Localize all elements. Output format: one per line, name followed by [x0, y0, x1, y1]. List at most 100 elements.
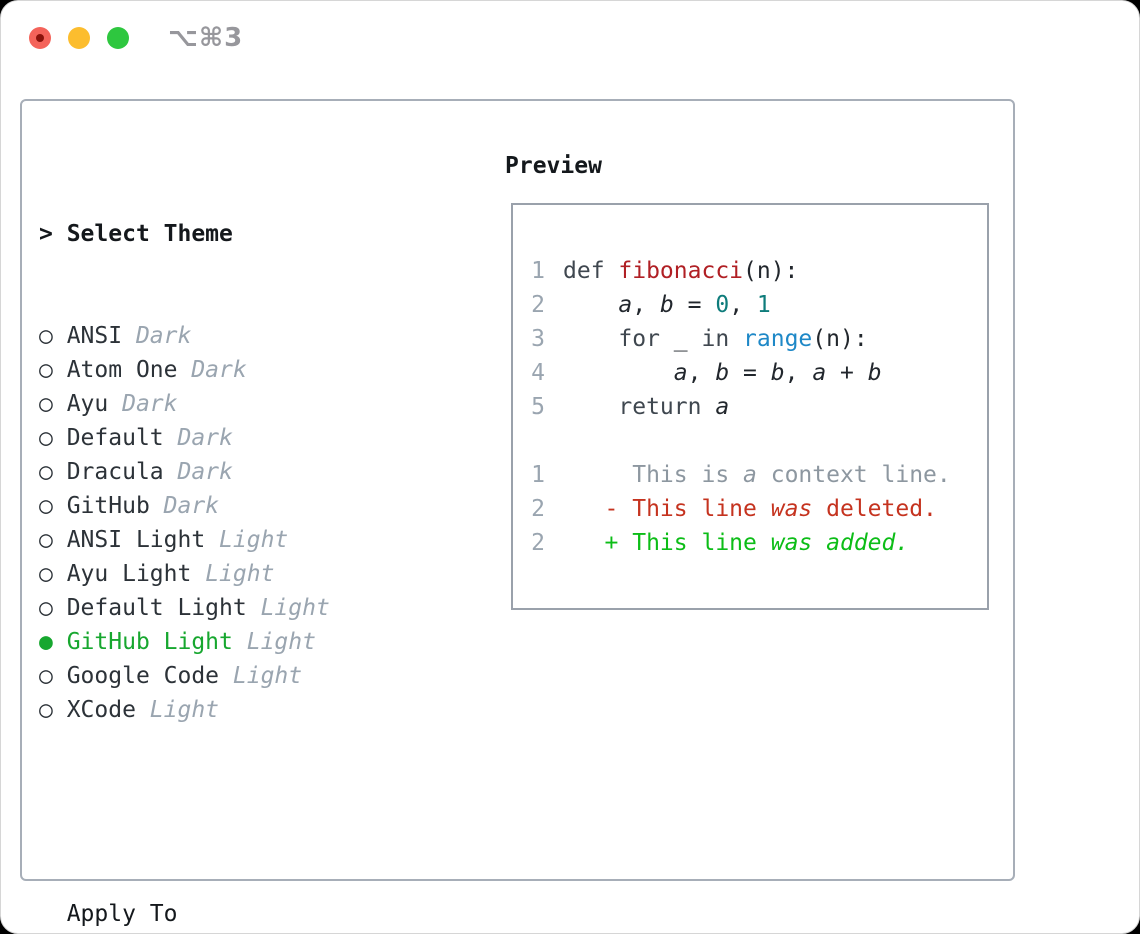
theme-variant-label: Dark	[135, 323, 192, 349]
theme-variant-label: Dark	[191, 357, 247, 383]
code-token: This is	[563, 462, 744, 488]
code-token: for	[618, 326, 674, 352]
radio-unselected-icon: ○	[39, 595, 67, 621]
code-line: 1 This is a context line.	[513, 458, 987, 492]
code-line: 5 return a	[513, 390, 987, 424]
apply-to-title: Apply To	[39, 901, 178, 927]
code-token: 0	[715, 292, 730, 318]
theme-option-atom-one[interactable]: ○ Atom One Dark	[39, 353, 427, 387]
theme-variant-label: Light	[219, 527, 289, 553]
line-number: 4	[531, 360, 545, 386]
preview-title: Preview	[505, 153, 602, 179]
code-token: ,	[687, 360, 716, 386]
theme-list-column: > Select Theme ○ ANSI Dark○ Atom One Dar…	[39, 149, 427, 933]
theme-picker-panel: > Select Theme ○ ANSI Dark○ Atom One Dar…	[20, 99, 1015, 927]
theme-option-label: Ayu	[66, 391, 123, 417]
code-line	[513, 424, 987, 458]
select-theme-title: Select Theme	[66, 221, 233, 247]
theme-option-github[interactable]: ○ GitHub Dark	[39, 489, 427, 523]
theme-variant-label: Light	[232, 663, 303, 689]
cursor-icon: >	[39, 221, 67, 247]
theme-option-label: Dracula	[66, 459, 178, 485]
minimize-button-icon[interactable]	[68, 27, 90, 49]
code-token: a	[743, 462, 757, 488]
code-token: b	[715, 360, 730, 386]
radio-unselected-icon: ○	[39, 459, 67, 485]
theme-variant-label: Light	[205, 561, 275, 587]
code-token: in	[701, 326, 744, 352]
line-number: 1	[531, 258, 545, 284]
radio-unselected-icon: ○	[39, 493, 67, 519]
code-token: b	[659, 292, 674, 318]
zoom-button-icon[interactable]	[107, 27, 129, 49]
theme-list: ○ ANSI Dark○ Atom One Dark○ Ayu Dark○ De…	[39, 319, 427, 727]
line-number: 5	[531, 394, 545, 420]
code-token: deleted.	[812, 496, 937, 522]
code-token	[563, 390, 618, 424]
line-number: 3	[531, 326, 545, 352]
code-line: 3 for _ in range(n):	[513, 322, 987, 356]
code-token: =	[729, 360, 771, 386]
line-number: 2	[531, 530, 545, 556]
theme-option-ayu-light[interactable]: ○ Ayu Light Light	[39, 557, 427, 591]
code-token	[563, 322, 618, 356]
theme-option-label: Default Light	[66, 595, 261, 621]
theme-option-label: GitHub	[66, 493, 164, 519]
code-token: ,	[784, 360, 813, 386]
radio-unselected-icon: ○	[39, 357, 67, 383]
code-line: 2 - This line was deleted.	[513, 492, 987, 526]
code-token: was	[770, 530, 813, 556]
radio-selected-icon: ●	[39, 629, 67, 655]
theme-variant-label: Dark	[177, 425, 233, 451]
theme-option-default-light[interactable]: ○ Default Light Light	[39, 591, 427, 625]
theme-option-ansi-light[interactable]: ○ ANSI Light Light	[39, 523, 427, 557]
theme-option-ayu[interactable]: ○ Ayu Dark	[39, 387, 427, 421]
code-token: fibonacci	[618, 258, 744, 284]
theme-variant-label: Light	[246, 629, 316, 655]
code-token: (n):	[812, 326, 868, 352]
theme-variant-label: Dark	[163, 493, 220, 519]
theme-option-label: Google Code	[66, 663, 233, 689]
close-button-icon[interactable]	[29, 27, 51, 49]
theme-variant-label: Dark	[177, 459, 233, 485]
code-token: ,	[632, 292, 660, 318]
line-number: 1	[531, 462, 545, 488]
code-token	[563, 288, 618, 322]
spacer	[39, 795, 427, 829]
code-token: context line.	[756, 462, 951, 488]
code-line: 2 + This line was added.	[513, 526, 987, 560]
code-token: b	[770, 360, 785, 386]
code-token: a	[618, 292, 633, 318]
radio-unselected-icon: ○	[39, 663, 67, 689]
theme-variant-label: Light	[260, 595, 330, 621]
theme-option-xcode[interactable]: ○ XCode Light	[39, 693, 427, 727]
theme-option-default[interactable]: ○ Default Dark	[39, 421, 427, 455]
code-token: _	[673, 326, 702, 352]
code-token: + This line	[563, 530, 771, 556]
theme-option-label: Ayu Light	[66, 561, 206, 587]
theme-option-label: ANSI	[66, 323, 136, 349]
radio-unselected-icon: ○	[39, 323, 67, 349]
theme-option-label: Atom One	[66, 357, 192, 383]
theme-option-google-code[interactable]: ○ Google Code Light	[39, 659, 427, 693]
radio-unselected-icon: ○	[39, 697, 67, 723]
code-token: a	[812, 360, 827, 386]
code-token: =	[673, 292, 716, 318]
apply-to-header: Apply To	[39, 897, 427, 931]
theme-option-label: GitHub Light	[66, 629, 247, 655]
radio-unselected-icon: ○	[39, 527, 67, 553]
theme-option-ansi[interactable]: ○ ANSI Dark	[39, 319, 427, 353]
theme-option-label: XCode	[66, 697, 150, 723]
code-line: 4 a, b = b, a + b	[513, 356, 987, 390]
theme-option-label: Default	[66, 425, 178, 451]
window-title: ⌥⌘3	[168, 23, 244, 53]
theme-option-dracula[interactable]: ○ Dracula Dark	[39, 455, 427, 489]
code-token: +	[826, 360, 868, 386]
line-number: 2	[531, 292, 545, 318]
theme-option-github-light[interactable]: ● GitHub Light Light	[39, 625, 427, 659]
code-token	[563, 356, 674, 390]
line-number	[513, 424, 545, 458]
